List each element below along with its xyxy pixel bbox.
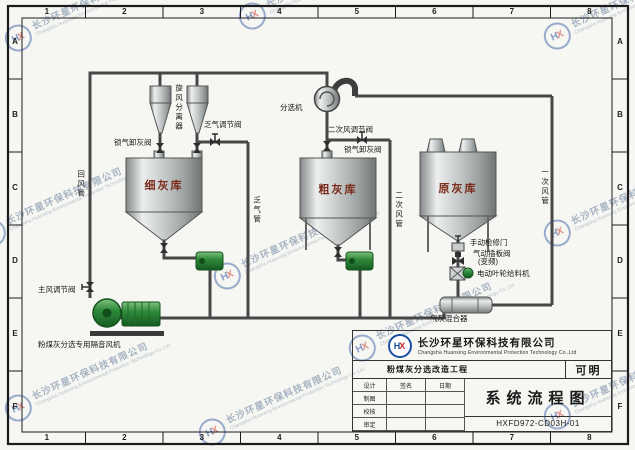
- table-cell: 签名: [387, 379, 426, 392]
- label-pneumatic-gate-valve-note: (变频): [478, 257, 498, 266]
- airlock-valve-cyclone-1: [156, 143, 164, 153]
- label-exhaust-valve: 乏气调节阀: [204, 120, 242, 129]
- project-name: 粉煤灰分选改造工程: [387, 365, 468, 374]
- grid-col-ref: 2: [122, 433, 127, 442]
- label-return-air-duct: 回风管: [76, 170, 86, 199]
- grid-row-ref: B: [12, 110, 18, 119]
- grid-row-ref: B: [617, 110, 623, 119]
- signature-table: 设计 签名 日期 制图 校核 审定: [353, 379, 465, 431]
- label-sorting-fan: 粉煤灰分选专用隔音风机: [38, 340, 121, 349]
- grid-row-ref: D: [12, 256, 18, 265]
- grid-col-ref: 1: [44, 7, 50, 16]
- grid-col-ref: 6: [432, 433, 437, 442]
- grid-col-ref: 6: [432, 7, 437, 16]
- grid-row-ref: F: [617, 402, 623, 411]
- valves: [81, 131, 367, 292]
- impeller-feeder-symbol: [449, 266, 474, 281]
- company-name-en: Changsha Huanxing Environmental Protecti…: [417, 350, 577, 356]
- gas-ash-mixer-symbol: [439, 296, 493, 314]
- tank-coarse-ash: [298, 150, 378, 250]
- sheet-border: [6, 4, 630, 446]
- air-classifier: [313, 85, 341, 113]
- label-primary-air-duct: 一次风管: [540, 168, 550, 206]
- pneumatic-gate-valve-symbol: [452, 252, 464, 265]
- label-airlock-valve-left: 锁气卸灰阀: [114, 138, 152, 147]
- grid-row-ref: A: [617, 37, 623, 46]
- grid-row-ref: F: [12, 402, 18, 411]
- label-raw-ash-silo: 原灰库: [438, 183, 478, 195]
- grid-row-ref: C: [12, 183, 18, 192]
- coarse-ash-feeder: [345, 251, 374, 271]
- label-secondary-air-valve: 二次风调节阀: [328, 125, 373, 134]
- table-cell: 设计: [353, 379, 387, 392]
- table-cell: 日期: [426, 379, 465, 392]
- grid-row-ref: E: [12, 329, 18, 338]
- table-cell: [426, 418, 465, 431]
- grid-col-ref: 5: [354, 7, 360, 16]
- sorting-fan: [90, 298, 164, 336]
- label-pneumatic-gate-valve: 气动插板阀: [473, 249, 511, 258]
- tank-fine-ash: [124, 150, 204, 241]
- grid-col-ref: 4: [277, 7, 282, 16]
- grid-col-ref: 7: [509, 433, 515, 442]
- approval-stamp: 可明: [565, 361, 611, 378]
- table-cell: [387, 405, 426, 418]
- drawing-number: HXFD972-CD03H-01: [465, 416, 611, 431]
- cyclone-separator-pair: [149, 85, 209, 134]
- exhaust-regulating-valve: [210, 133, 220, 146]
- label-secondary-air-duct: 二次风管: [394, 191, 404, 229]
- grid-row-ref: E: [617, 329, 623, 338]
- airlock-valve-classifier: [323, 141, 331, 151]
- separator-outlet-elbow: [331, 77, 358, 96]
- label-exhaust-duct: 乏气管: [252, 196, 262, 225]
- coarse-silo-discharge-valve: [334, 247, 342, 257]
- company-name: 长沙环星环保科技有限公司: [417, 337, 556, 349]
- table-cell: 制图: [353, 392, 387, 405]
- grid-row-ref: A: [12, 37, 18, 46]
- fine-silo-discharge-valve: [160, 243, 168, 253]
- grid-col-ref: 3: [199, 433, 205, 442]
- label-impeller-feeder: 电动叶轮给料机: [477, 269, 530, 278]
- table-cell: 校核: [353, 405, 387, 418]
- table-cell: [387, 418, 426, 431]
- table-cell: 审定: [353, 418, 387, 431]
- grid-col-ref: 1: [44, 433, 50, 442]
- grid-col-ref: 2: [122, 7, 127, 16]
- label-coarse-ash-silo: 粗灰库: [318, 184, 358, 196]
- table-cell: [387, 392, 426, 405]
- grid-row-ref: C: [617, 183, 623, 192]
- label-manual-access-door: 手动检修门: [470, 238, 508, 247]
- airlock-valve-cyclone-2: [193, 143, 201, 153]
- label-main-air-valve: 主风调节阀: [38, 285, 76, 294]
- label-fine-ash-silo: 细灰库: [144, 180, 184, 192]
- drawing-title: 系统流程图: [485, 390, 591, 407]
- label-air-classifier: 分选机: [280, 103, 303, 112]
- fine-ash-feeder: [195, 251, 224, 271]
- table-cell: [426, 405, 465, 418]
- tank-raw-ash: [418, 138, 498, 252]
- main-air-regulating-valve: [81, 282, 94, 292]
- grid-col-ref: 7: [509, 7, 515, 16]
- grid-col-ref: 5: [354, 433, 360, 442]
- grid-row-ref: D: [617, 256, 623, 265]
- manual-access-door-symbol: [451, 235, 465, 252]
- grid-col-ref: 8: [587, 433, 592, 442]
- grid-col-ref: 4: [277, 433, 282, 442]
- secondary-air-regulating-valve: [357, 131, 367, 144]
- label-cyclone-separator: 旋风分离器: [174, 84, 184, 132]
- label-gas-ash-mixer: 气灰混合器: [430, 314, 468, 323]
- table-cell: [426, 392, 465, 405]
- label-airlock-valve-mid: 锁气卸灰阀: [344, 145, 382, 154]
- grid-col-ref: 8: [587, 7, 592, 16]
- grid-col-ref: 3: [199, 7, 205, 16]
